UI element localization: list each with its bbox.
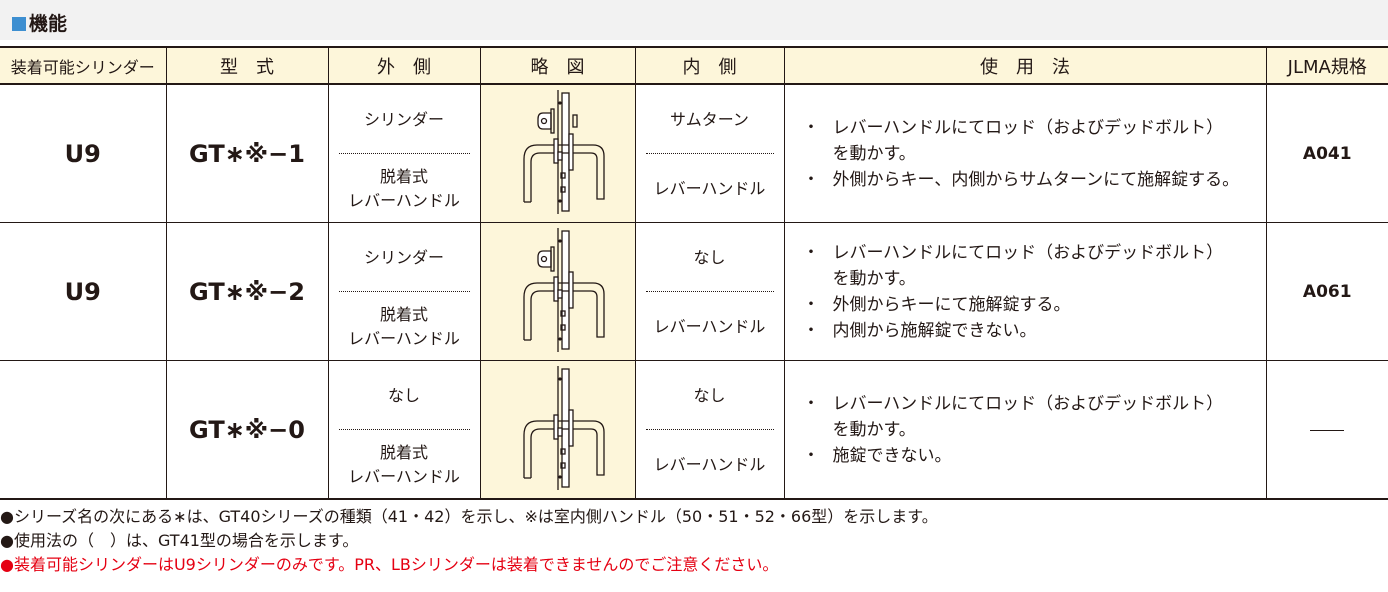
diagram-cell xyxy=(479,84,635,223)
cylinder-cell: U9 xyxy=(0,84,166,223)
notes: ●シリーズ名の次にある∗は、GT40シリーズの種類（41・42）を示し、※は室内… xyxy=(0,505,938,577)
usage-item: ・外側からキー、内側からサムターンにて施解錠する。 xyxy=(802,169,1240,190)
header-jlma: JLMA規格 xyxy=(1265,46,1388,85)
usage-list: ・レバーハンドルにてロッド（およびデッドボルト） を動かす。・外側からキー、内側… xyxy=(803,115,1252,193)
jlma-cell xyxy=(1265,360,1388,500)
usage-item: ・内側から施解錠できない。 xyxy=(802,320,1037,341)
note-cylinder-warning: ●装着可能シリンダーはU9シリンダーのみです。PR、LBシリンダーは装着できませ… xyxy=(0,555,779,574)
model-cell: GT∗※−2 xyxy=(165,222,328,361)
outside-lower: 脱着式 レバーハンドル xyxy=(348,443,460,486)
model-cell: GT∗※−1 xyxy=(165,84,328,223)
lock-diagram-icon xyxy=(522,365,605,490)
header-cylinder: 装着可能シリンダー xyxy=(0,46,166,85)
model-number: GT∗※−0 xyxy=(189,415,305,444)
inside-lower: レバーハンドル xyxy=(653,317,766,336)
cylinder-cell: U9 xyxy=(0,222,166,361)
usage-item: ・レバーハンドルにてロッド（およびデッドボルト） を動かす。 xyxy=(802,393,1224,440)
jlma-cell: A041 xyxy=(1265,84,1388,223)
model-cell: GT∗※−0 xyxy=(165,360,328,500)
inside-lower: レバーハンドル xyxy=(653,455,766,474)
jlma-standard: A061 xyxy=(1302,281,1352,302)
cylinder-type: U9 xyxy=(64,139,101,168)
usage-list: ・レバーハンドルにてロッド（およびデッドボルト） を動かす。・施錠できない。 xyxy=(803,391,1252,469)
function-table: 装着可能シリンダー 型 式 外 側 略 図 内 側 使 用 法 JLMA規格 U… xyxy=(0,46,1388,500)
jlma-standard: A041 xyxy=(1302,143,1352,164)
cylinder-type: U9 xyxy=(64,277,101,306)
lock-diagram-icon xyxy=(522,89,605,214)
header-inside: 内 側 xyxy=(634,46,784,85)
header-usage: 使 用 法 xyxy=(783,46,1266,85)
model-number: GT∗※−2 xyxy=(189,277,305,306)
outside-cell: シリンダー脱着式 レバーハンドル xyxy=(327,222,480,361)
outside-lower: 脱着式 レバーハンドル xyxy=(348,305,460,348)
cylinder-cell xyxy=(0,360,166,500)
note-parentheses: ●使用法の（ ）は、GT41型の場合を示します。 xyxy=(0,531,359,550)
usage-cell: ・レバーハンドルにてロッド（およびデッドボルト） を動かす。・外側からキー、内側… xyxy=(783,84,1266,223)
outside-upper: シリンダー xyxy=(338,85,470,154)
section-header-bar: 機能 xyxy=(0,0,1388,40)
usage-item: ・レバーハンドルにてロッド（およびデッドボルト） を動かす。 xyxy=(802,242,1224,289)
header-diagram: 略 図 xyxy=(479,46,635,85)
model-number: GT∗※−1 xyxy=(189,139,305,168)
section-title: 機能 xyxy=(29,13,68,35)
usage-cell: ・レバーハンドルにてロッド（およびデッドボルト） を動かす。・施錠できない。 xyxy=(783,360,1266,500)
inside-cell: なしレバーハンドル xyxy=(634,222,784,361)
outside-cell: シリンダー脱着式 レバーハンドル xyxy=(327,84,480,223)
header-model: 型 式 xyxy=(165,46,328,85)
outside-upper: なし xyxy=(338,361,470,430)
diagram-cell xyxy=(479,360,635,500)
inside-upper: なし xyxy=(645,223,774,292)
diagram-cell xyxy=(479,222,635,361)
usage-list: ・レバーハンドルにてロッド（およびデッドボルト） を動かす。・外側からキーにて施… xyxy=(803,240,1252,344)
lock-diagram-icon xyxy=(522,227,605,352)
inside-cell: なしレバーハンドル xyxy=(634,360,784,500)
usage-item: ・施錠できない。 xyxy=(802,445,952,466)
inside-upper: サムターン xyxy=(645,85,774,154)
outside-cell: なし脱着式 レバーハンドル xyxy=(327,360,480,500)
usage-cell: ・レバーハンドルにてロッド（およびデッドボルト） を動かす。・外側からキーにて施… xyxy=(783,222,1266,361)
inside-lower: レバーハンドル xyxy=(653,179,766,198)
inside-upper: なし xyxy=(645,361,774,430)
table-header-row: 装着可能シリンダー 型 式 外 側 略 図 内 側 使 用 法 JLMA規格 xyxy=(0,46,1388,85)
header-outside: 外 側 xyxy=(327,46,480,85)
jlma-cell: A061 xyxy=(1265,222,1388,361)
section-marker-icon xyxy=(12,17,26,31)
jlma-none-dash xyxy=(1310,430,1345,431)
note-series: ●シリーズ名の次にある∗は、GT40シリーズの種類（41・42）を示し、※は室内… xyxy=(0,507,938,526)
inside-cell: サムターンレバーハンドル xyxy=(634,84,784,223)
outside-lower: 脱着式 レバーハンドル xyxy=(348,167,460,210)
usage-item: ・外側からキーにて施解錠する。 xyxy=(802,294,1071,315)
usage-item: ・レバーハンドルにてロッド（およびデッドボルト） を動かす。 xyxy=(802,117,1224,164)
outside-upper: シリンダー xyxy=(338,223,470,292)
